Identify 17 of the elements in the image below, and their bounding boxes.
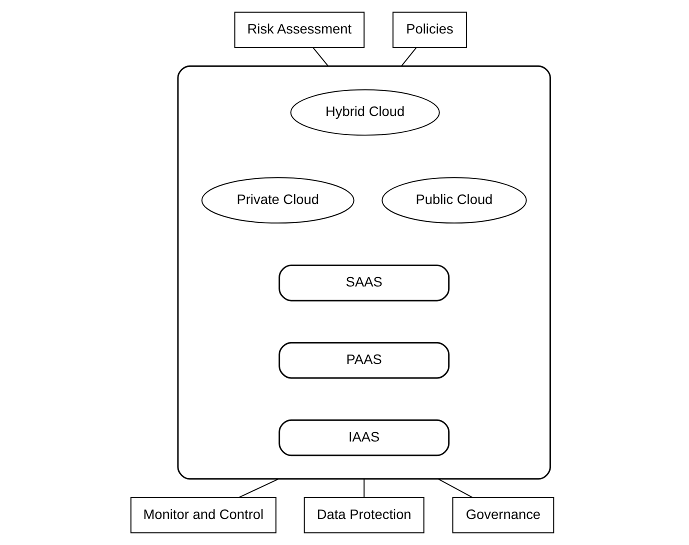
node-box: Data Protection <box>304 497 424 534</box>
node-box: IAAS <box>278 419 450 456</box>
connector <box>312 47 329 67</box>
cluster <box>177 65 551 480</box>
node-box: Governance <box>452 497 554 534</box>
node-ellipse: Private Cloud <box>201 177 354 224</box>
node-box: Risk Assessment <box>234 12 365 48</box>
connector <box>238 478 280 498</box>
node-ellipse: Hybrid Cloud <box>290 89 440 136</box>
node-box: SAAS <box>278 264 450 302</box>
connector <box>364 478 365 498</box>
node-box: Monitor and Control <box>130 497 276 534</box>
node-box: Policies <box>392 12 467 48</box>
node-ellipse: Public Cloud <box>382 177 527 224</box>
node-box: PAAS <box>278 342 450 379</box>
connector <box>438 478 473 498</box>
connector <box>400 47 417 67</box>
